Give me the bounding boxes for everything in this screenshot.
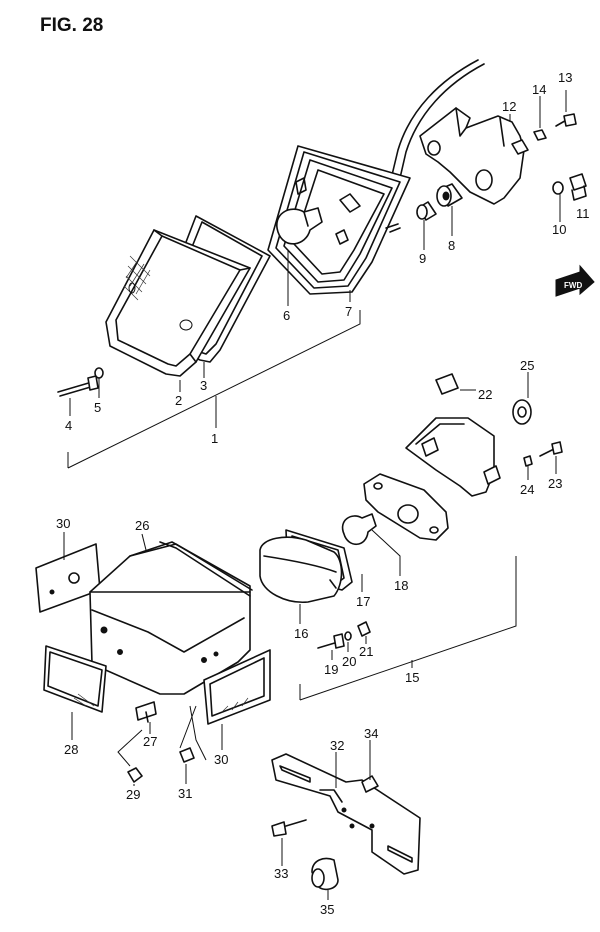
license-lamp-assembly [259,373,563,649]
forward-arrow-icon: FWD [555,264,595,297]
rear-fender-assembly [35,541,271,783]
callout-22: 22 [478,387,492,402]
washer-14 [533,129,547,141]
license-plate-bracket [271,753,421,891]
lamp-bracket [419,107,529,205]
callout-34: 34 [364,726,378,741]
washer-5 [94,367,104,379]
washer-24 [523,455,533,467]
washer-10 [552,181,564,195]
callout-11: 11 [576,206,590,221]
reflector-left [43,645,107,713]
callout-9: 9 [419,251,426,266]
callout-3: 3 [200,378,207,393]
license-bulb [341,513,377,546]
nut-29 [127,767,143,783]
nut-21 [357,621,371,637]
grommet-25 [512,399,532,425]
callout-32: 32 [330,738,344,753]
nut-31 [179,747,195,763]
callout-24: 24 [520,482,534,497]
callout-19: 19 [324,662,338,677]
license-lens [259,536,343,603]
screw-33 [271,819,307,837]
callout-12: 12 [502,99,516,114]
callout-4: 4 [65,418,72,433]
callout-30-upper: 30 [56,516,70,531]
callout-13: 13 [558,70,572,85]
screw-19 [317,633,345,649]
callout-29: 29 [126,787,140,802]
callout-2: 2 [175,393,182,408]
callout-33: 33 [274,866,288,881]
callout-23: 23 [548,476,562,491]
callout-25: 25 [520,358,534,373]
callout-14: 14 [532,82,546,97]
tail-lamp-assembly: FWD [57,59,595,397]
fwd-label: FWD [564,281,582,290]
callout-31: 31 [178,786,192,801]
nut-34 [361,775,379,793]
figure-title: FIG. 28 [40,15,103,36]
callout-numbers: 1 2 3 4 5 6 7 8 9 10 11 12 13 14 15 16 1… [56,70,590,917]
screw-27 [135,701,157,723]
callout-26: 26 [135,518,149,533]
callout-28: 28 [64,742,78,757]
callout-17: 17 [356,594,370,609]
cap-35 [311,857,339,891]
callout-30-lower: 30 [214,752,228,767]
cushion-8 [436,183,463,207]
lamp-housing [267,145,411,295]
callout-16: 16 [294,626,308,641]
cushion-9 [416,201,437,221]
callout-7: 7 [345,304,352,319]
callout-15: 15 [405,670,419,685]
license-bracket [405,417,495,497]
callout-21: 21 [359,644,373,659]
callout-1: 1 [211,431,218,446]
callout-18: 18 [394,578,408,593]
rear-fender [89,541,253,695]
callout-20: 20 [342,654,356,669]
callout-5: 5 [94,400,101,415]
washer-20 [344,631,352,641]
callout-35: 35 [320,902,334,917]
lens-screw [57,375,99,397]
screw-23 [539,441,563,457]
callout-8: 8 [448,238,455,253]
tail-lens [105,229,251,377]
leader-lines [63,90,567,900]
nut-11 [569,173,587,201]
tail-bulb [276,207,323,245]
callout-27: 27 [143,734,157,749]
reflector-right [203,649,271,725]
bolt-13 [555,113,577,127]
callout-10: 10 [552,222,566,237]
callout-6: 6 [283,308,290,323]
cushion-22 [435,373,459,395]
